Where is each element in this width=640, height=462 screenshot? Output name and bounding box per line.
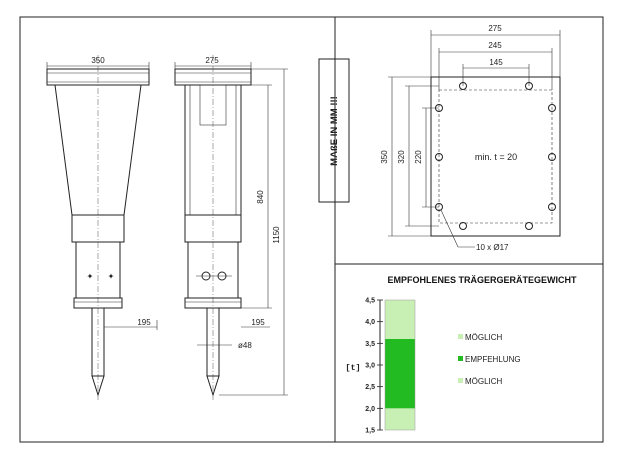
weight-axis: 1,5 2,0 2,5 3,0 3,5 4,0 4,5 bbox=[365, 298, 383, 435]
side-pin-mark: ✦ bbox=[87, 272, 94, 281]
side-view: 350 ✦ ✦ 195 bbox=[46, 55, 158, 400]
mounting-plate: 275 245 145 350 320 220 min. t = 20 bbox=[380, 24, 561, 252]
weight-tick-label: 3,5 bbox=[365, 341, 375, 348]
front-view: 275 ø48 195 840 1150 bbox=[174, 55, 288, 400]
weight-band-2 bbox=[385, 300, 415, 339]
weight-tick-label: 4,5 bbox=[365, 298, 375, 305]
front-base-dim: 195 bbox=[251, 318, 265, 327]
plate-dim-145: 145 bbox=[489, 58, 503, 67]
legend-swatch bbox=[458, 378, 463, 383]
bolt-hole bbox=[459, 222, 467, 230]
weight-tick-label: 1,5 bbox=[365, 428, 375, 435]
plate-bolt-circle bbox=[438, 89, 553, 224]
bolt-hole bbox=[525, 82, 533, 90]
bolt-hole bbox=[548, 104, 556, 112]
bolt-hole bbox=[459, 82, 467, 90]
side-pin-mark-2: ✦ bbox=[108, 272, 115, 281]
units-note: MAßE IN MM !!! bbox=[318, 58, 350, 203]
side-chisel-tip bbox=[91, 375, 105, 397]
front-tool-dia: ø48 bbox=[238, 341, 252, 350]
plate-dim-320: 320 bbox=[397, 150, 406, 164]
hole-leader bbox=[440, 209, 459, 248]
legend-label: MÖGLICH bbox=[465, 377, 503, 386]
front-chisel-tip bbox=[206, 375, 220, 397]
legend-label: EMPFEHLUNG bbox=[465, 355, 521, 364]
weight-bar-frame bbox=[384, 299, 416, 431]
legend-swatch bbox=[458, 334, 463, 339]
units-note-text: MAßE IN MM !!! bbox=[329, 96, 340, 166]
front-height-1150: 1150 bbox=[272, 226, 281, 244]
plate-holes-label: 10 x Ø17 bbox=[476, 243, 509, 252]
plate-dim-220: 220 bbox=[414, 150, 423, 164]
weight-chart: EMPFOHLENES TRÄGERGERÄTEGEWICHT [t] 1,5 2… bbox=[345, 275, 577, 435]
weight-tick-label: 4,0 bbox=[365, 319, 375, 326]
plate-dim-350: 350 bbox=[380, 150, 389, 164]
weight-bar-group bbox=[384, 299, 416, 431]
legend-swatch bbox=[458, 356, 463, 361]
bolt-hole bbox=[435, 153, 443, 161]
bolt-hole bbox=[435, 203, 443, 211]
plate-dim-275: 275 bbox=[488, 24, 502, 33]
weight-band-1 bbox=[385, 339, 415, 409]
bolt-hole bbox=[525, 222, 533, 230]
weight-tick-label: 3,0 bbox=[365, 363, 375, 370]
side-width-dim: 350 bbox=[91, 56, 105, 65]
plate-thickness: min. t = 20 bbox=[475, 152, 517, 162]
units-note-box bbox=[318, 58, 350, 203]
bolt-hole bbox=[548, 153, 556, 161]
weight-tick-label: 2,0 bbox=[365, 406, 375, 413]
bolt-hole bbox=[548, 203, 556, 211]
plate-outline bbox=[430, 76, 561, 237]
front-width-dim: 275 bbox=[205, 56, 219, 65]
weight-tick-label: 2,5 bbox=[365, 384, 375, 391]
side-base-dim: 195 bbox=[137, 318, 151, 327]
front-height-840: 840 bbox=[256, 190, 265, 204]
weight-legend: MÖGLICH EMPFEHLUNG MÖGLICH bbox=[458, 333, 521, 386]
legend-label: MÖGLICH bbox=[465, 333, 503, 342]
sheet-border bbox=[19, 16, 604, 443]
weight-chart-title: EMPFOHLENES TRÄGERGERÄTEGEWICHT bbox=[387, 275, 577, 285]
plate-dim-245: 245 bbox=[488, 41, 502, 50]
weight-unit-label: [t] bbox=[345, 363, 360, 373]
weight-band-0 bbox=[385, 408, 415, 430]
bolt-hole bbox=[435, 104, 443, 112]
